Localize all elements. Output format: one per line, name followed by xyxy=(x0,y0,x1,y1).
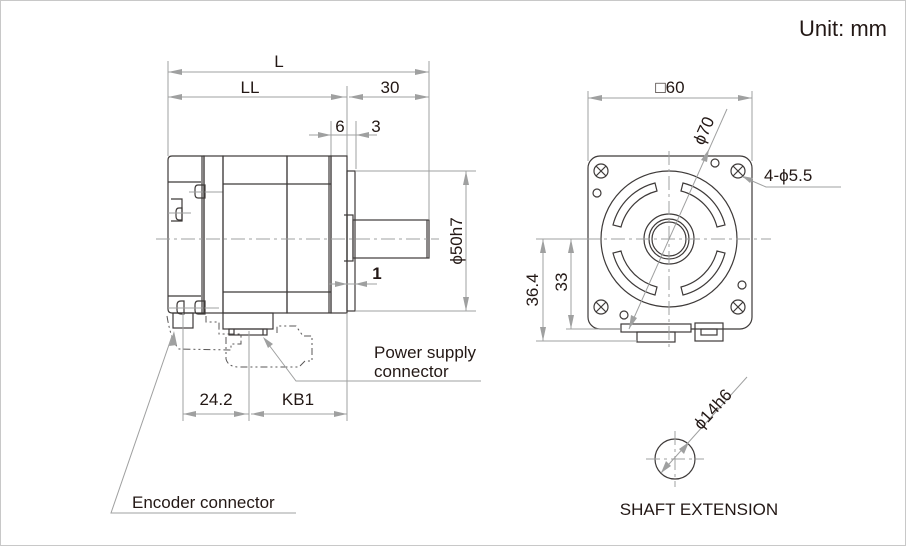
power-callout-line1: Power supply xyxy=(374,343,477,362)
flange xyxy=(330,155,348,314)
arrow xyxy=(661,461,671,473)
mount-hole xyxy=(593,163,609,179)
arrow xyxy=(463,171,469,185)
side-view: L LL 30 6 3 xyxy=(110,52,481,514)
power-callout-line2: connector xyxy=(374,362,449,381)
screw xyxy=(710,158,720,168)
power-connector-front xyxy=(636,331,676,343)
arc-slot xyxy=(680,182,726,228)
arrow xyxy=(183,411,196,417)
arrow xyxy=(415,69,429,75)
dim-KB1-label: KB1 xyxy=(282,390,314,409)
flange-square xyxy=(587,155,753,330)
dim-6-label: 6 xyxy=(335,117,344,136)
arrow xyxy=(679,442,689,454)
mount-hole xyxy=(730,299,746,315)
screw-head xyxy=(194,300,206,315)
arrow xyxy=(463,297,469,311)
arrow xyxy=(742,176,753,183)
arrow xyxy=(234,411,247,417)
arc-slot xyxy=(612,250,658,296)
screw xyxy=(737,280,747,290)
dim-phi70-label: ϕ70 xyxy=(690,114,719,148)
power-cable-phantom xyxy=(225,325,313,368)
arrow xyxy=(540,327,546,341)
arrow xyxy=(318,132,331,138)
arc-slot xyxy=(680,250,726,296)
encoder-callout-leader xyxy=(110,335,296,514)
housing-ring xyxy=(203,155,224,314)
shaft-extension-view: ϕ14h6 SHAFT EXTENSION xyxy=(620,376,778,519)
screw xyxy=(619,310,629,320)
dim-L-label: L xyxy=(274,52,283,71)
encoder-callout-label: Encoder connector xyxy=(132,493,275,512)
arrow xyxy=(540,239,546,253)
rear-step xyxy=(171,198,183,222)
power-connector-base xyxy=(222,312,274,330)
unit-label: Unit: mm xyxy=(799,16,887,41)
screw-head xyxy=(176,300,185,315)
arrow xyxy=(701,149,709,162)
dim-mount-holes-label: 4-ϕ5.5 xyxy=(764,166,812,185)
arrow xyxy=(168,69,182,75)
arrow xyxy=(568,239,574,253)
shaft xyxy=(352,219,430,259)
screw xyxy=(592,188,602,198)
encoder-cable-phantom xyxy=(166,315,242,351)
arrow xyxy=(331,94,345,100)
dim-3-label: 3 xyxy=(371,117,380,136)
mount-hole xyxy=(730,163,746,179)
shaft-shoulder xyxy=(346,214,354,262)
power-connector xyxy=(228,328,268,336)
arrow xyxy=(355,281,367,287)
stator-body xyxy=(222,155,288,314)
arrow xyxy=(568,315,574,329)
dim-24-2-label: 24.2 xyxy=(199,390,232,409)
screw-head xyxy=(194,184,206,199)
arrow xyxy=(335,281,347,287)
rear-cover xyxy=(167,155,205,314)
arrow xyxy=(349,94,363,100)
dim-33-label: 33 xyxy=(552,273,571,292)
dim-LL-label: LL xyxy=(241,78,260,97)
dim-36-4-label: 36.4 xyxy=(523,273,542,306)
power-callout-leader xyxy=(265,340,481,382)
dim-line-phi70 xyxy=(628,108,728,330)
arrow xyxy=(629,315,637,329)
dim-phi50-label: ϕ50h7 xyxy=(447,217,466,264)
dim-square60-label: □60 xyxy=(655,78,684,97)
front-housing xyxy=(286,155,332,314)
arc-slot xyxy=(612,182,658,228)
pilot xyxy=(346,170,356,312)
mount-hole xyxy=(593,299,609,315)
arrow xyxy=(738,95,752,101)
encoder-connector-front xyxy=(694,322,724,342)
dim-1-label: 1 xyxy=(372,264,381,283)
arrow xyxy=(588,95,602,101)
screw-head xyxy=(175,207,183,221)
arrow xyxy=(263,337,273,348)
arrow xyxy=(169,331,177,346)
shaft-extension-title: SHAFT EXTENSION xyxy=(620,500,778,519)
arrow xyxy=(168,94,182,100)
arrow xyxy=(251,411,264,417)
dim-line-phi14 xyxy=(660,376,748,474)
dim-phi14-label: ϕ14h6 xyxy=(690,385,736,433)
dim-30-label: 30 xyxy=(381,78,400,97)
front-view: □60 xyxy=(523,78,841,351)
arrow xyxy=(415,94,429,100)
arrow xyxy=(334,411,347,417)
encoder-connector-slot xyxy=(700,328,718,336)
